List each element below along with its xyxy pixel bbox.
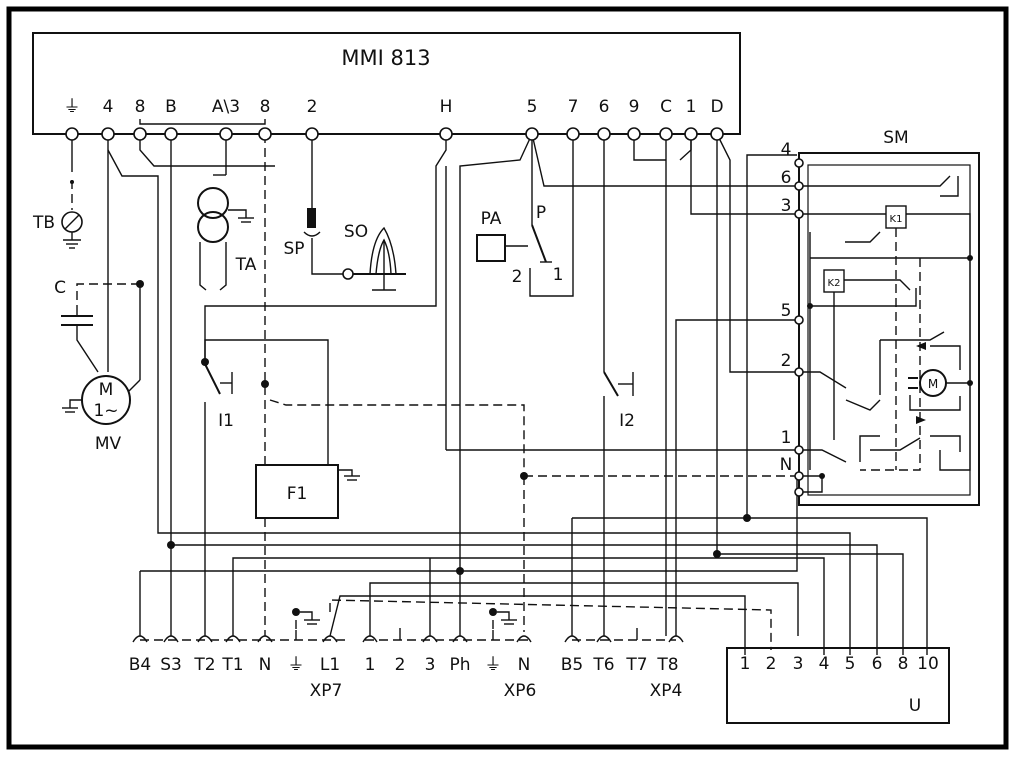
mmi-title: MMI 813 (341, 46, 430, 70)
connector-xp7: B4 S3 T2 T1 N ⏚ L1 XP7 (129, 608, 345, 701)
top-label-a3: A\3 (212, 97, 240, 117)
sm-terminal-4: 4 (781, 140, 792, 160)
top-label-4: 4 (103, 97, 114, 117)
sm-box: SM 4 6 3 5 2 1 N K1 K2 (780, 128, 980, 506)
top-label-b: B (165, 97, 177, 117)
tb-label: TB (32, 213, 55, 233)
switch-i1: I1 (204, 363, 234, 431)
tb-component: TB (32, 211, 83, 233)
u-terminal-6: 6 (872, 654, 883, 674)
xp4-pin-b5: B5 (561, 655, 583, 675)
fuse-f1: F1 (255, 464, 360, 519)
motor-mv: M 1~ MV (62, 375, 141, 454)
xp6-pin-n: N (518, 655, 531, 675)
so-label: SO (344, 222, 368, 242)
top-label-1: 1 (686, 97, 697, 117)
switch-i2: I2 (603, 371, 635, 431)
xp6-pin-earth: ⏚ (485, 655, 502, 675)
xp4-pin-t8: T8 (656, 655, 678, 675)
top-label-8b: 8 (260, 97, 271, 117)
mv-label: MV (95, 434, 122, 454)
k1-label: K1 (890, 214, 903, 225)
xp6-label: XP6 (504, 681, 537, 701)
top-label-2: 2 (307, 97, 318, 117)
k2-label: K2 (828, 278, 841, 289)
connector-xp6: 1 2 3 Ph ⏚ N XP6 (362, 476, 537, 701)
top-label-7: 7 (568, 97, 579, 117)
top-label-h: H (440, 97, 453, 117)
sm-motor-label: M (928, 377, 938, 391)
u-terminal-2: 2 (766, 654, 777, 674)
top-label-9: 9 (629, 97, 640, 117)
xp7-pin-s3: S3 (160, 655, 182, 675)
top-label-c: C (660, 97, 672, 117)
top-label-8a: 8 (135, 97, 146, 117)
sm-terminal-6: 6 (781, 168, 792, 188)
xp4-pin-t7: T7 (625, 655, 647, 675)
top-terminals (65, 127, 724, 141)
xp7-pin-l1: L1 (320, 655, 340, 675)
xp7-pin-t2: T2 (193, 655, 215, 675)
sm-terminal-n: N (780, 455, 793, 475)
top-label-6: 6 (599, 97, 610, 117)
motor-m-label: M (99, 380, 114, 400)
sm-label: SM (883, 128, 908, 148)
sp-label: SP (283, 239, 304, 259)
u-terminal-5: 5 (845, 654, 856, 674)
xp6-pin-1: 1 (365, 655, 376, 675)
pa-p-component: PA P 2 1 (476, 203, 564, 287)
p-contact-2-label: 2 (512, 267, 523, 287)
sm-terminal-1: 1 (781, 428, 792, 448)
ta-label: TA (235, 255, 257, 275)
xp7-pin-n: N (259, 655, 272, 675)
xp7-pin-b4: B4 (129, 655, 151, 675)
u-terminal-4: 4 (819, 654, 830, 674)
top-label-5: 5 (527, 97, 538, 117)
u-terminal-1: 1 (740, 654, 751, 674)
mmi-box: MMI 813 (32, 32, 741, 135)
u-box: 1 2 3 4 5 6 8 10 U (726, 647, 950, 724)
top-label-d: D (710, 97, 723, 117)
p-contact-1-label: 1 (553, 265, 564, 285)
xp7-pin-t1: T1 (221, 655, 243, 675)
xp7-pin-earth: ⏚ (288, 655, 305, 675)
transformer-ta: TA (197, 174, 257, 291)
connector-xp4: B5 T6 T7 T8 XP4 (561, 628, 684, 701)
xp4-label: XP4 (650, 681, 683, 701)
c-label: C (54, 278, 66, 298)
capacitor-c: C (54, 278, 99, 373)
sm-terminal-5: 5 (781, 301, 792, 321)
xp7-label: XP7 (310, 681, 343, 701)
wires (63, 133, 928, 655)
u-terminal-3: 3 (793, 654, 804, 674)
xp6-pin-3: 3 (425, 655, 436, 675)
top-label-earth: ⏚ (64, 97, 81, 117)
outer-frame (6, 6, 1009, 750)
xp6-pin-2: 2 (395, 655, 406, 675)
i2-label: I2 (619, 411, 635, 431)
xp4-pin-t6: T6 (592, 655, 614, 675)
xp6-pin-ph: Ph (449, 655, 470, 675)
top-terminal-labels: ⏚ 4 8 B A\3 8 2 H 5 7 6 9 C 1 D (64, 97, 724, 125)
u-terminal-10: 10 (917, 654, 939, 674)
f1-label: F1 (287, 484, 308, 504)
u-label: U (909, 696, 921, 716)
p-label: P (536, 203, 546, 223)
pa-label: PA (481, 209, 502, 229)
i1-label: I1 (218, 411, 234, 431)
u-terminal-8: 8 (898, 654, 909, 674)
sm-terminal-3: 3 (781, 196, 792, 216)
sm-terminal-2: 2 (781, 351, 792, 371)
motor-phase-label: 1~ (93, 401, 118, 421)
sp-so-component: SP SO (283, 208, 406, 291)
